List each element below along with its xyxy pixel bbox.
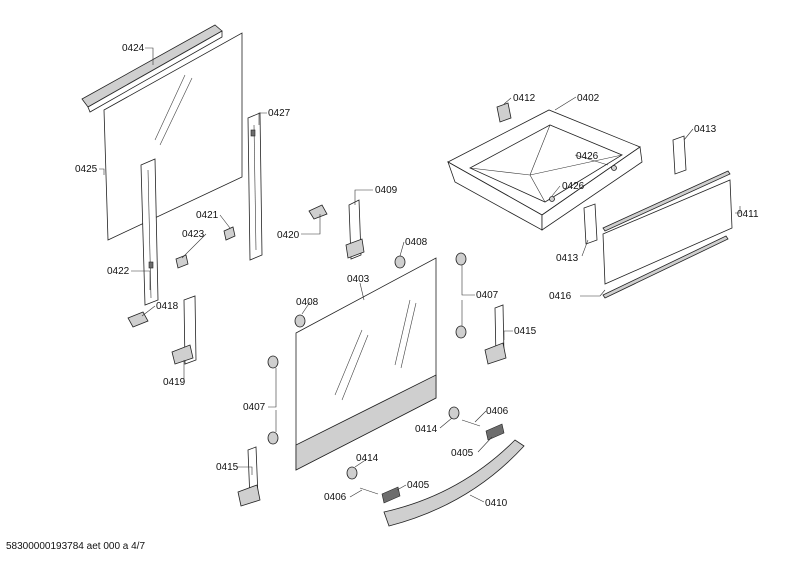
label-0423: 0423	[182, 229, 205, 240]
clip-0413-top	[672, 135, 687, 175]
hinge-0409	[345, 199, 365, 260]
label-0426-top: 0426	[576, 151, 599, 162]
label-0410: 0410	[485, 498, 508, 509]
label-0414-right: 0414	[415, 424, 438, 435]
label-0413-top: 0413	[694, 124, 717, 135]
label-0409: 0409	[375, 185, 398, 196]
left-side-rail	[140, 158, 159, 306]
inner-glass-pane	[103, 32, 243, 241]
clip-0412	[496, 102, 512, 123]
label-0405-left: 0405	[407, 480, 430, 491]
label-0408-left: 0408	[296, 297, 319, 308]
clip-0421	[223, 226, 236, 241]
label-0422: 0422	[107, 266, 130, 277]
label-0424: 0424	[122, 43, 145, 54]
label-0412: 0412	[513, 93, 536, 104]
leader-lines	[99, 47, 741, 503]
part-labels: 0424 0427 0425 0421 0423 0420 0422 0418 …	[75, 43, 759, 509]
inner-door-glass	[602, 179, 733, 285]
top-trim-strip	[81, 24, 223, 113]
label-0403: 0403	[347, 274, 370, 285]
label-0421: 0421	[196, 210, 219, 221]
clip-0420	[308, 204, 328, 220]
label-0416: 0416	[549, 291, 572, 302]
label-0405-right: 0405	[451, 448, 474, 459]
right-side-rail	[247, 112, 263, 261]
handle-end-caps	[346, 406, 505, 504]
label-0426-bottom: 0426	[562, 181, 585, 192]
door-handle	[383, 439, 525, 527]
clip-0413-bottom	[583, 203, 598, 245]
door-seals	[602, 170, 731, 299]
outer-door	[295, 257, 437, 471]
hinge-0419	[171, 295, 197, 365]
label-0420: 0420	[277, 230, 300, 241]
hinge-0415-left	[237, 446, 261, 507]
drawing-number: 58300000193784 aet 000 a 4/7	[6, 541, 146, 552]
label-0411: 0411	[737, 209, 759, 220]
label-0413-bottom: 0413	[556, 253, 579, 264]
label-0402: 0402	[577, 93, 600, 104]
label-0414-left: 0414	[356, 453, 379, 464]
label-0406-left: 0406	[324, 492, 347, 503]
label-0427: 0427	[268, 108, 291, 119]
oven-cavity	[447, 109, 643, 231]
label-0407-left: 0407	[243, 402, 266, 413]
bumper-set	[267, 252, 467, 445]
label-0407-right: 0407	[476, 290, 499, 301]
hinge-0415-right	[484, 304, 507, 365]
label-0406-right: 0406	[486, 406, 509, 417]
clip-0423	[175, 254, 189, 269]
label-0415-right: 0415	[514, 326, 537, 337]
label-0425: 0425	[75, 164, 98, 175]
label-0418: 0418	[156, 301, 179, 312]
label-0415-left: 0415	[216, 462, 239, 473]
clip-0418	[127, 311, 149, 328]
label-0408-top: 0408	[405, 237, 428, 248]
label-0419: 0419	[163, 377, 186, 388]
